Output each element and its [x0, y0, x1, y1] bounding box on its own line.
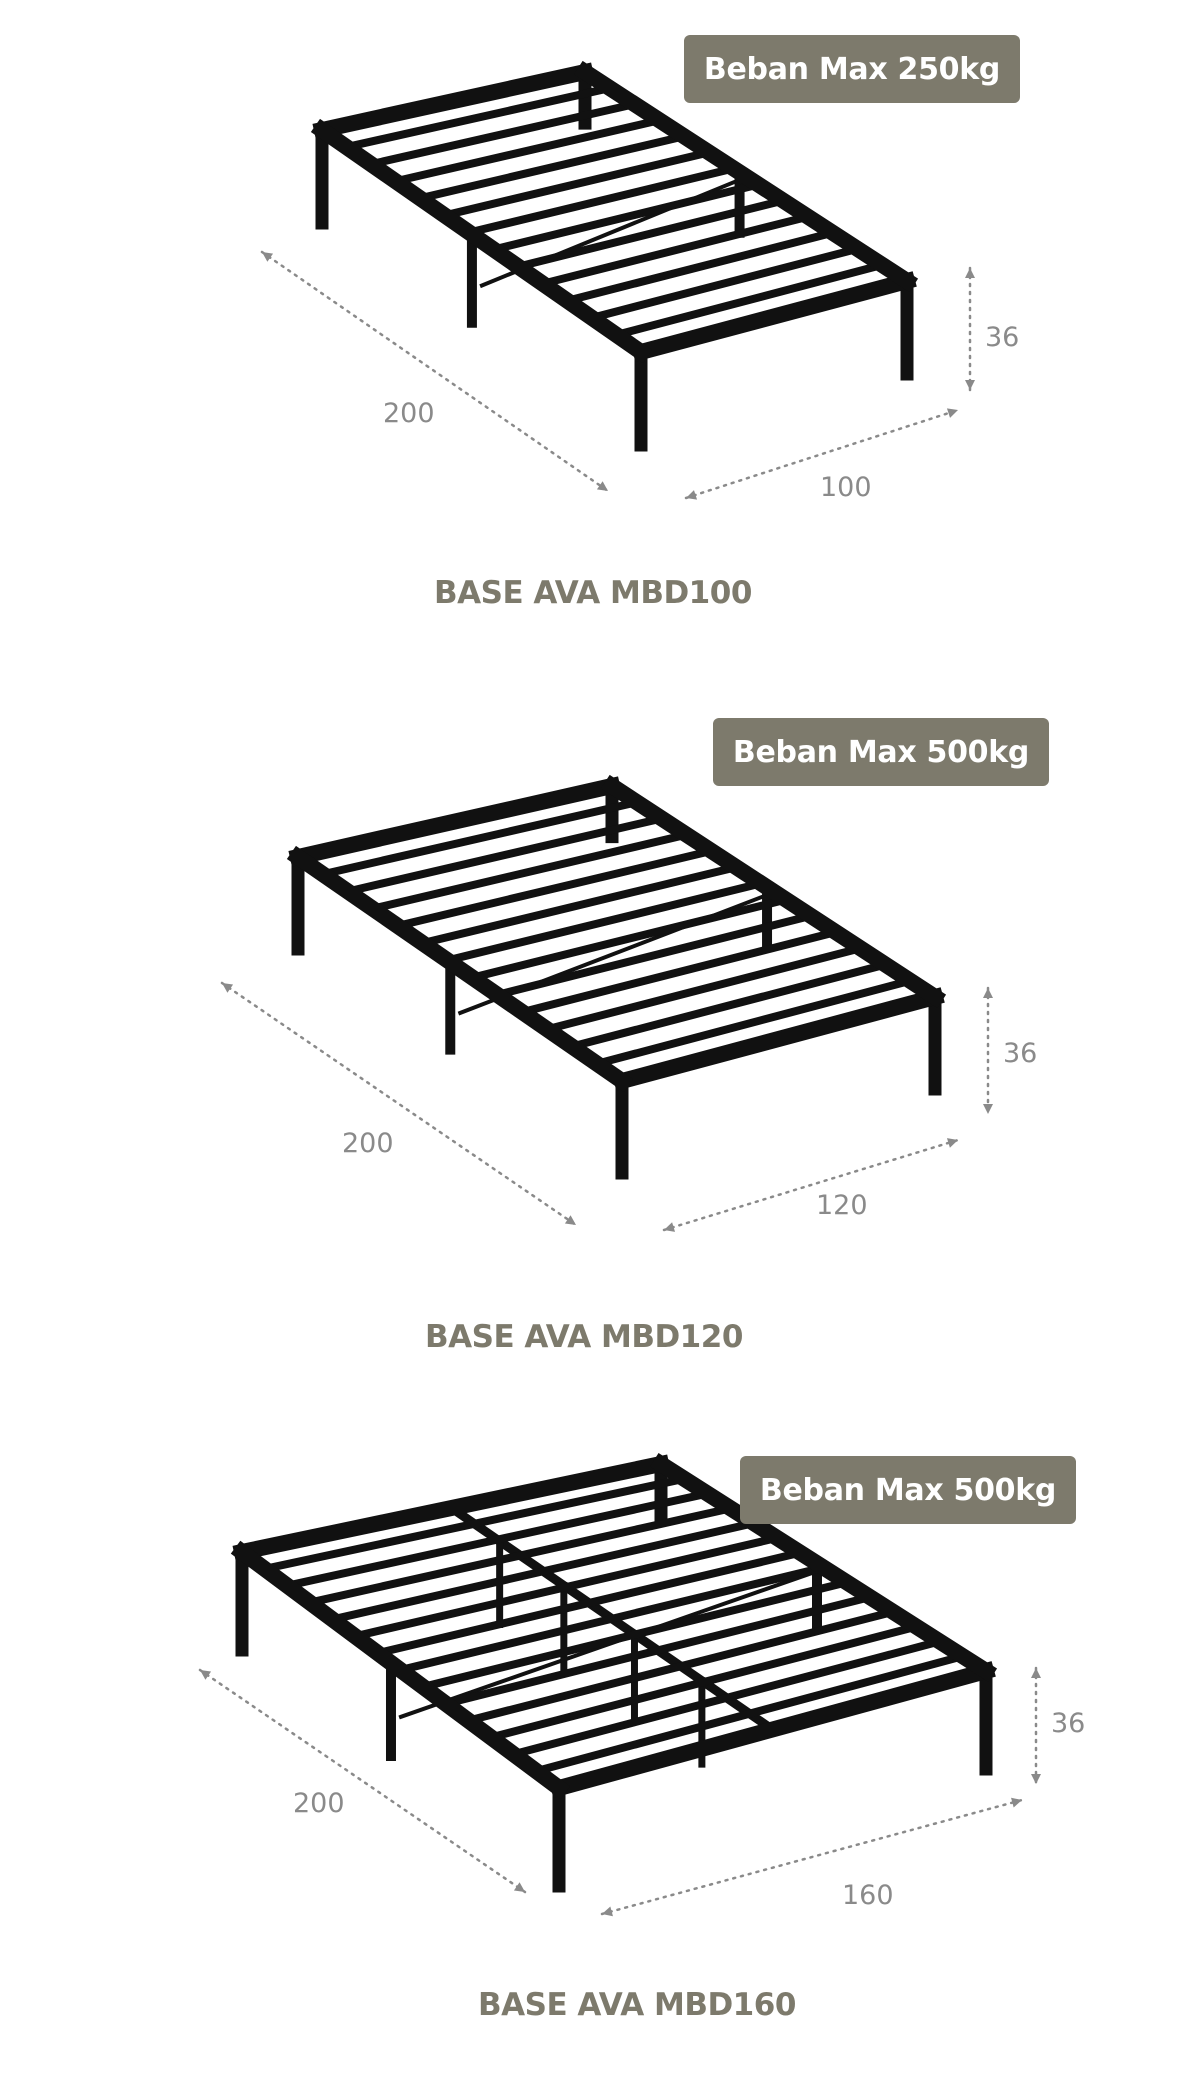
load-badge: Beban Max 500kg [713, 718, 1049, 786]
bed-slat [517, 927, 841, 1017]
side-rail-left [286, 845, 634, 1093]
side-rail-right [600, 774, 947, 1009]
length-label: 200 [342, 1128, 394, 1159]
bed-slat [464, 163, 739, 238]
foot-rail [549, 1661, 996, 1798]
bed-slat [537, 211, 813, 289]
height-label: 36 [1003, 1038, 1038, 1069]
bed-frame-illustration [198, 1452, 1041, 1917]
width-dimension-arrow-start [602, 1906, 613, 1917]
bed-slat [395, 1562, 829, 1675]
bed-slat [488, 179, 764, 255]
bed-slat [259, 1474, 689, 1574]
bed-slat [592, 975, 916, 1069]
side-rail-right [573, 60, 919, 293]
height-dimension-arrow-start [1031, 1668, 1041, 1678]
bed-slat [373, 1547, 806, 1658]
width-dimension-arrow-end [946, 408, 958, 418]
height-dimension-arrow-start [965, 268, 975, 278]
width-dimension-arrow-end [1011, 1797, 1022, 1808]
bed-slat [440, 1592, 875, 1709]
side-rail-left [230, 1540, 571, 1800]
bed-slat [392, 846, 717, 931]
bed-slat [442, 878, 766, 966]
bed-slat [367, 829, 692, 914]
width-dimension [684, 408, 960, 500]
bed-slat [542, 943, 866, 1035]
product-mbd100: Beban Max 250kg 200 100 36 BASE AVA MBD1… [0, 0, 1200, 680]
model-name: BASE AVA MBD120 [425, 1319, 743, 1355]
head-rail [312, 62, 595, 140]
bed-slat [350, 1533, 782, 1642]
length-dimension [198, 1668, 527, 1894]
product-mbd160: Beban Max 500kg 200 160 36 BASE AVA MBD1… [0, 1380, 1200, 2098]
length-label: 200 [293, 1788, 345, 1819]
bed-slat [415, 131, 689, 204]
length-dimension-arrow-end [596, 481, 608, 491]
length-dimension-arrow-start [222, 983, 234, 993]
side-rail-right [649, 1452, 998, 1683]
height-label: 36 [985, 322, 1020, 353]
product-mbd120: Beban Max 500kg 200 120 36 BASE AVA MBD1… [0, 680, 1200, 1380]
height-dimension-arrow-end [1031, 1774, 1041, 1784]
bed-slat [531, 1651, 968, 1777]
head-rail [232, 1454, 671, 1562]
bed-slat [282, 1488, 713, 1591]
load-badge: Beban Max 500kg [740, 1456, 1076, 1524]
bed-slat [417, 862, 742, 948]
bed-slat [327, 1518, 759, 1625]
bed-slat [562, 227, 838, 306]
side-rail-left [310, 118, 653, 364]
bed-slat [390, 115, 665, 187]
width-dimension-arrow-end [946, 1138, 958, 1148]
length-dimension [220, 981, 578, 1227]
length-dimension-arrow-start [262, 252, 274, 262]
width-dimension-arrow-start [686, 490, 698, 500]
length-dimension-arrow-start [200, 1670, 212, 1680]
bed-slat [567, 959, 891, 1052]
height-dimension-arrow-start [983, 988, 993, 998]
height-dimension-arrow-end [983, 1104, 993, 1114]
bed-slat [587, 243, 863, 323]
bed-slat [305, 1503, 736, 1608]
bed-slat [418, 1577, 852, 1692]
bed-slat [463, 1606, 899, 1726]
width-label: 120 [816, 1190, 868, 1221]
foot-rail [612, 987, 945, 1091]
bed-slat [439, 147, 714, 221]
bed-slat [343, 813, 667, 897]
bed-slat [467, 894, 791, 983]
bed-slat [486, 1621, 922, 1743]
model-name: BASE AVA MBD160 [478, 1987, 796, 2023]
bed-frame-illustration [220, 774, 993, 1232]
length-dimension [260, 250, 610, 493]
bed-slat [513, 195, 789, 272]
length-dimension-arrow-end [564, 1215, 576, 1225]
length-dimension-arrow-end [513, 1882, 525, 1892]
width-dimension [662, 1138, 960, 1232]
model-name: BASE AVA MBD100 [434, 575, 752, 611]
bed-frame-illustration [260, 60, 975, 500]
head-rail [288, 776, 622, 867]
height-label: 36 [1051, 1708, 1086, 1739]
height-dimension-arrow-end [965, 380, 975, 390]
load-badge: Beban Max 250kg [684, 35, 1020, 103]
width-dimension-arrow-start [664, 1222, 676, 1232]
bed-slat [492, 910, 816, 1000]
bed-slat [318, 797, 642, 880]
bed-slat [508, 1636, 945, 1760]
bed-slat [341, 83, 615, 152]
length-label: 200 [383, 398, 435, 429]
bed-slat [611, 260, 888, 340]
width-label: 100 [820, 472, 872, 503]
bed-slat [366, 99, 640, 169]
width-label: 160 [842, 1880, 894, 1911]
width-dimension [600, 1798, 1024, 1916]
foot-rail [631, 271, 917, 362]
